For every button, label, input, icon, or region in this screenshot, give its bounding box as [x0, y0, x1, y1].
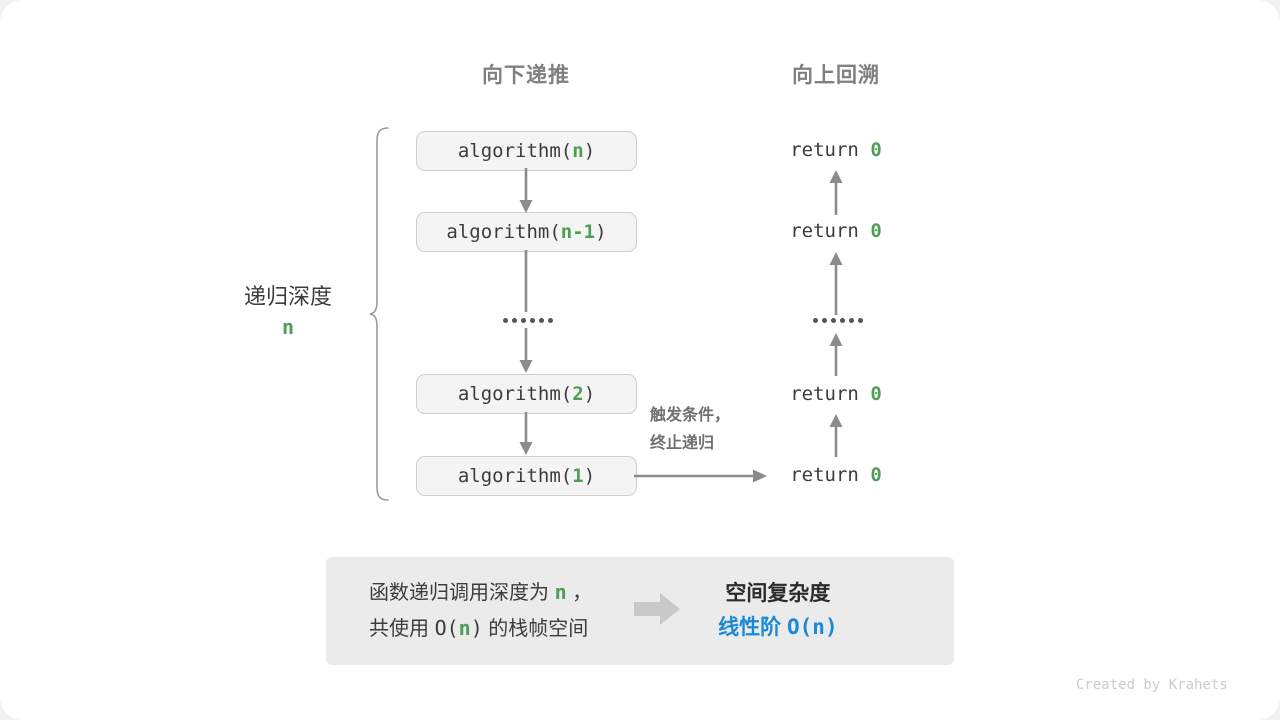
ellipsis-dot [548, 318, 553, 323]
return-label-1: return 0 [736, 139, 936, 161]
ellipsis-dot [521, 318, 526, 323]
ellipsis-dot [512, 318, 517, 323]
recursion-depth-text: 递归深度 [243, 284, 332, 309]
return-value-2: 0 [870, 220, 882, 242]
summary-result-value-text: 线性阶 [718, 616, 788, 639]
summary-line-2-o: O( [434, 616, 459, 640]
return-keyword-3: return [790, 383, 859, 405]
column-header-up: 向上回溯 [792, 64, 880, 87]
return-column-ellipsis [813, 318, 863, 323]
return-label-3: return 0 [736, 383, 936, 405]
return-value-1: 0 [870, 139, 882, 161]
summary-result-value: 线性阶 O(n) [718, 611, 837, 645]
summary-arrow-icon [634, 591, 682, 632]
terminate-recursion-arrow-icon [634, 469, 767, 483]
trigger-note-line1: 触发条件， [650, 407, 731, 424]
summary-line-1-b: ， [566, 582, 593, 604]
ellipsis-dot [503, 318, 508, 323]
summary-line-2-a: 共使用 [369, 618, 435, 640]
down-arrow-1-icon [519, 168, 533, 213]
trigger-note-line2: 终止递归 [650, 435, 715, 452]
down-arrow-2-icon [524, 250, 528, 312]
call-box-1-suffix: ) [583, 465, 596, 487]
credit-text: Created by Krahets [1076, 677, 1228, 693]
call-box-n-minus-1-prefix: algorithm( [446, 221, 561, 243]
summary-line-1-a: 函数递归调用深度为 [369, 582, 555, 604]
summary-line-2-n: n [458, 616, 471, 640]
ellipsis-dot [530, 318, 535, 323]
return-label-2: return 0 [736, 220, 936, 242]
call-box-n[interactable]: algorithm(n) [416, 131, 637, 171]
ellipsis-dot [813, 318, 818, 323]
up-arrow-1-icon [829, 170, 843, 215]
up-arrow-2-icon [829, 252, 843, 315]
down-arrow-4-icon [519, 412, 533, 455]
return-keyword-2: return [790, 220, 859, 242]
call-column-ellipsis [503, 318, 553, 323]
call-box-n-arg: n [572, 140, 584, 162]
ellipsis-dot [831, 318, 836, 323]
recursion-depth-value: n [281, 314, 295, 339]
ellipsis-dot [849, 318, 854, 323]
return-value-4: 0 [870, 464, 882, 486]
summary-line-2-b: 的栈帧空间 [482, 618, 589, 640]
ellipsis-dot [539, 318, 544, 323]
summary-line-1: 函数递归调用深度为 n ， [369, 575, 592, 611]
call-box-2-arg: 2 [572, 383, 584, 405]
column-header-down: 向下递推 [482, 64, 570, 87]
ellipsis-dot [840, 318, 845, 323]
summary-line-2: 共使用 O(n) 的栈帧空间 [369, 611, 592, 647]
call-box-n-suffix: ) [583, 140, 596, 162]
summary-panel: 函数递归调用深度为 n ， 共使用 O(n) 的栈帧空间 空间复杂度 线性阶 O… [326, 557, 954, 665]
ellipsis-dot [822, 318, 827, 323]
call-box-1[interactable]: algorithm(1) [416, 456, 637, 496]
return-label-4: return 0 [736, 464, 936, 486]
call-box-2[interactable]: algorithm(2) [416, 374, 637, 414]
up-arrow-3-icon [829, 333, 843, 376]
call-box-n-prefix: algorithm( [457, 140, 573, 162]
summary-line-2-c: ) [470, 616, 483, 640]
call-box-1-prefix: algorithm( [457, 465, 573, 487]
trigger-note: 触发条件， 终止递归 [650, 402, 730, 458]
call-box-2-prefix: algorithm( [457, 383, 573, 405]
ellipsis-dot [858, 318, 863, 323]
summary-description: 函数递归调用深度为 n ， 共使用 O(n) 的栈帧空间 [326, 575, 592, 647]
call-box-n-minus-1-suffix: ) [595, 221, 607, 243]
down-arrow-3-icon [519, 328, 533, 373]
call-box-n-minus-1-arg: n-1 [560, 221, 596, 243]
recursion-depth-brace [369, 127, 389, 501]
return-value-3: 0 [870, 383, 882, 405]
summary-line-1-n: n [554, 580, 567, 604]
call-box-n-minus-1[interactable]: algorithm(n-1) [416, 212, 637, 252]
return-keyword-4: return [790, 464, 859, 486]
up-arrow-4-icon [829, 414, 843, 457]
return-keyword-1: return [790, 139, 859, 161]
summary-result: 空间复杂度 线性阶 O(n) [718, 577, 837, 644]
call-box-1-arg: 1 [572, 465, 584, 487]
call-box-2-suffix: ) [583, 383, 596, 405]
summary-result-title: 空间复杂度 [725, 582, 831, 606]
recursion-depth-label: 递归深度 n [188, 282, 388, 341]
summary-result-value-mono: O(n) [787, 615, 838, 639]
